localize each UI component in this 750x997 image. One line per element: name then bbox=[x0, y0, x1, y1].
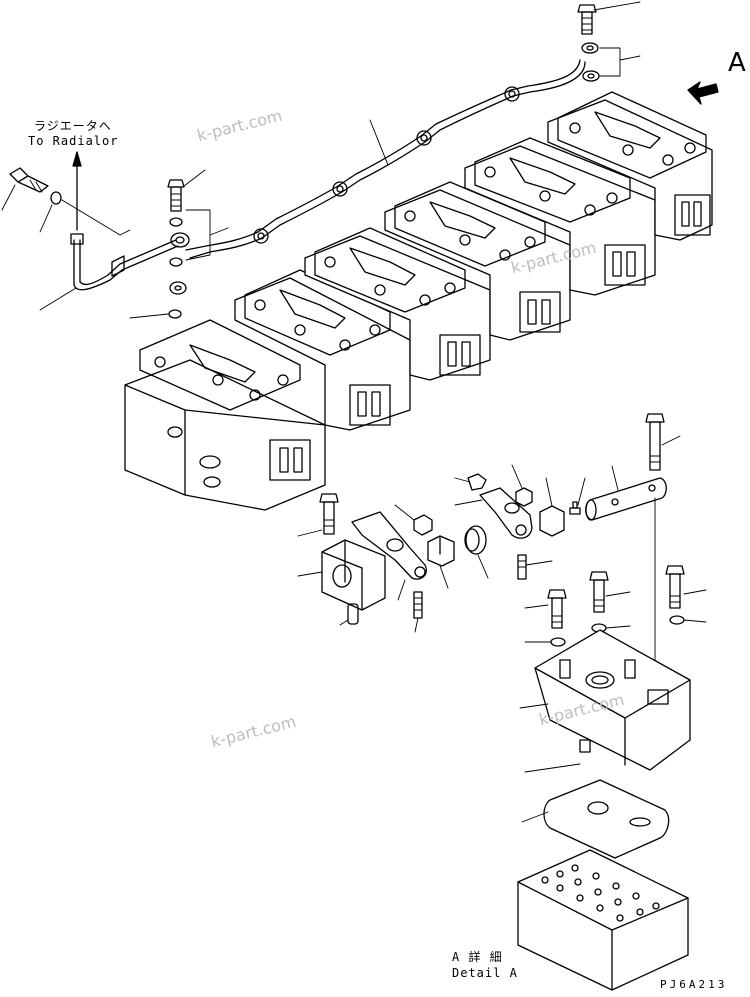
bold-arrow-icon bbox=[687, 81, 719, 105]
small-screw bbox=[569, 477, 586, 515]
detail-cover-housing bbox=[519, 629, 691, 773]
detail-bolts bbox=[524, 565, 707, 629]
detail-label-en: Detail A bbox=[452, 966, 518, 980]
banjo-bolt bbox=[167, 169, 229, 295]
radiator-tube bbox=[39, 199, 190, 311]
detail-label-jp: A 詳 細 bbox=[452, 950, 503, 964]
rocker-bolt-left bbox=[297, 493, 339, 537]
view-letter: A bbox=[728, 48, 746, 78]
cylinder-head-4 bbox=[384, 181, 571, 341]
small-washer bbox=[129, 309, 182, 319]
top-washers bbox=[581, 42, 641, 82]
pin-left bbox=[339, 603, 359, 626]
long-bolt bbox=[645, 413, 681, 661]
adjust-screw-left bbox=[413, 591, 423, 633]
cylinder-head-6 bbox=[547, 91, 713, 241]
spacer-ring bbox=[464, 525, 489, 579]
adjust-screw-right bbox=[517, 554, 553, 580]
bushing bbox=[427, 535, 455, 589]
cylinder-head-3 bbox=[304, 227, 491, 381]
drawing-code: PJ6A213 bbox=[660, 978, 728, 991]
cylinder-head-5 bbox=[464, 137, 656, 296]
radiator-label-jp: ラジエータへ bbox=[34, 119, 112, 133]
rocker-arm-right bbox=[454, 473, 533, 539]
nut-right bbox=[511, 464, 533, 507]
rocker-shaft bbox=[585, 465, 667, 521]
arrow-up-icon bbox=[72, 151, 82, 231]
rocker-arm-left bbox=[351, 511, 427, 601]
rocker-bracket bbox=[297, 539, 386, 611]
oil-tube bbox=[185, 59, 586, 259]
cylinder-head-1 bbox=[124, 319, 326, 511]
shaft-plug bbox=[539, 477, 565, 537]
cylinder-head-2 bbox=[234, 269, 411, 431]
left-bolt bbox=[1, 167, 62, 233]
radiator-label-en: To Radialor bbox=[28, 134, 119, 148]
top-bolt bbox=[577, 1, 641, 35]
detail-gasket bbox=[521, 779, 670, 859]
detail-washers bbox=[524, 615, 707, 647]
detail-head-block bbox=[517, 849, 689, 991]
nut-left bbox=[394, 504, 433, 536]
